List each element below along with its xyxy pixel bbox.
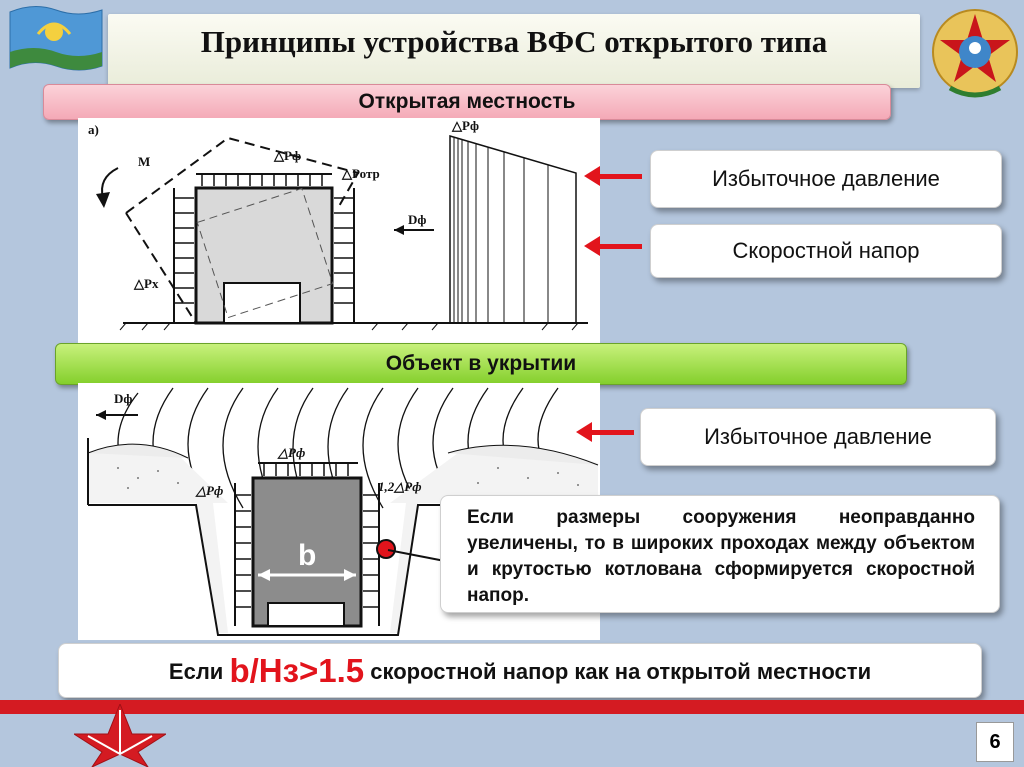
label-12pf: 1,2△Рф bbox=[378, 479, 422, 494]
arrow-excess-pressure-1 bbox=[584, 166, 642, 186]
card-excess-pressure-2: Избыточное давление bbox=[640, 408, 996, 466]
bottom-compare: >1.5 bbox=[299, 652, 365, 689]
label-m: М bbox=[138, 154, 150, 169]
page-number: 6 bbox=[976, 722, 1014, 762]
flag-emblem bbox=[9, 6, 103, 71]
diagram-open-terrain: а) М △Рф △Ротр △Рх Dф △Рф bbox=[78, 118, 600, 343]
label-pf-left: △Рф bbox=[195, 483, 223, 498]
footer-stripe bbox=[0, 700, 1024, 714]
label-pf-top: △Рф bbox=[277, 445, 305, 460]
card-excess-pressure-1-label: Избыточное давление bbox=[712, 166, 940, 191]
band-open-terrain: Открытая местность bbox=[43, 84, 891, 120]
label-pf-right: △Рф bbox=[451, 118, 479, 133]
card-dynamic-pressure-label: Скоростной напор bbox=[732, 238, 920, 263]
arrow-dynamic-pressure bbox=[584, 236, 642, 256]
bottom-statement: Если b/Нз>1.5 скоростной напор как на от… bbox=[58, 643, 982, 698]
arrow-excess-pressure-2 bbox=[576, 422, 634, 442]
card-excess-pressure-2-label: Избыточное давление bbox=[704, 424, 932, 449]
emblem-icon bbox=[932, 9, 1018, 98]
label-a: а) bbox=[88, 122, 99, 137]
label-df-bottom: Dф bbox=[114, 391, 132, 406]
card-excess-pressure-1: Избыточное давление bbox=[650, 150, 1002, 208]
note-card: Если размеры сооружения неоправданно уве… bbox=[440, 495, 1000, 613]
card-dynamic-pressure: Скоростной напор bbox=[650, 224, 1002, 278]
note-text: Если размеры сооружения неоправданно уве… bbox=[467, 507, 975, 606]
label-b: b bbox=[298, 539, 316, 572]
title-bar bbox=[108, 14, 920, 88]
leader-line bbox=[387, 549, 451, 563]
bottom-suffix: скоростной напор как на открытой местнос… bbox=[364, 659, 872, 684]
label-px: △Рх bbox=[133, 276, 159, 291]
band-object-in-shelter: Объект в укрытии bbox=[55, 343, 907, 385]
star-icon bbox=[74, 704, 166, 767]
bottom-ratio: b/Нз bbox=[229, 652, 299, 689]
label-potr: △Ротр bbox=[341, 166, 380, 181]
label-df: Dф bbox=[408, 212, 426, 227]
bottom-prefix: Если bbox=[168, 659, 230, 684]
page-title: Принципы устройства ВФС открытого типа bbox=[200, 24, 828, 59]
